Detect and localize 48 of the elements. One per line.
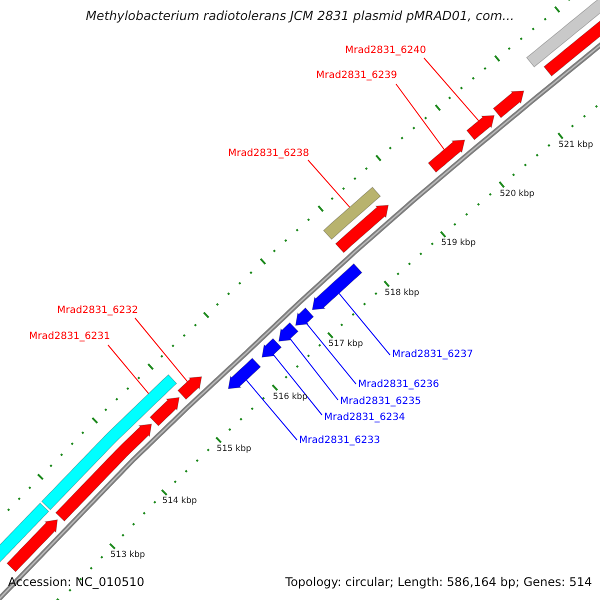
gene-feature (312, 263, 362, 310)
gene-feature (228, 358, 262, 390)
gene-feature (55, 424, 152, 522)
gene-feature (150, 397, 180, 426)
gene-label: Mrad2831_6237 (392, 349, 474, 360)
leader-line (134, 318, 188, 382)
gene-feature (295, 307, 314, 326)
gene-feature (278, 322, 299, 342)
tick-label: 514 kbp (162, 496, 197, 506)
leader-line (306, 322, 356, 384)
footer-text: Topology: circular; Length: 586,164 bp; Genes: 514 (284, 574, 593, 590)
gene-label: Mrad2831_6236 (358, 379, 440, 390)
gene-label: Mrad2831_6234 (324, 412, 406, 423)
gene-label: Mrad2831_6233 (299, 435, 380, 446)
leader-line (424, 58, 480, 122)
tick-label: 521 kbp (558, 140, 594, 150)
tick-label: 518 kbp (384, 288, 420, 298)
tick-label: 517 kbp (328, 339, 363, 350)
gene-feature (466, 115, 495, 140)
tick-label: 515 kbp (216, 444, 252, 454)
leader-line (272, 354, 322, 416)
gene-feature (428, 140, 466, 173)
leader-line (246, 380, 298, 440)
leader-line (290, 338, 338, 400)
gene-feature (335, 204, 389, 254)
gene-feature (177, 376, 202, 400)
gene-label: Mrad2831_6231 (29, 331, 110, 342)
gene-label: Mrad2831_6240 (345, 45, 426, 56)
gene-label: Mrad2831_6238 (228, 148, 310, 159)
tick-label: 516 kbp (272, 392, 308, 402)
feature-bar (41, 374, 178, 510)
tick-label: 513 kbp (110, 550, 146, 560)
gene-label: Mrad2831_6232 (57, 305, 138, 316)
title: Methylobacterium radiotolerans JCM 2831 plasmid pMRAD01, com... (84, 8, 516, 23)
gene-label: Mrad2831_6239 (316, 70, 398, 81)
gene-feature (262, 338, 282, 358)
gene-feature (6, 519, 58, 572)
feature-bar (322, 186, 381, 240)
leader-line (396, 84, 445, 150)
gene-label: Mrad2831_6235 (340, 396, 422, 407)
tick-label: 520 kbp (500, 188, 534, 199)
gene-feature (492, 90, 524, 118)
footer-text: Accession: NC_010510 (7, 574, 146, 590)
leader-line (108, 344, 150, 394)
leader-line (308, 160, 350, 208)
leader-line (338, 292, 390, 356)
tick-label: 519 kbp (441, 238, 476, 248)
feature-bar (526, 0, 600, 68)
